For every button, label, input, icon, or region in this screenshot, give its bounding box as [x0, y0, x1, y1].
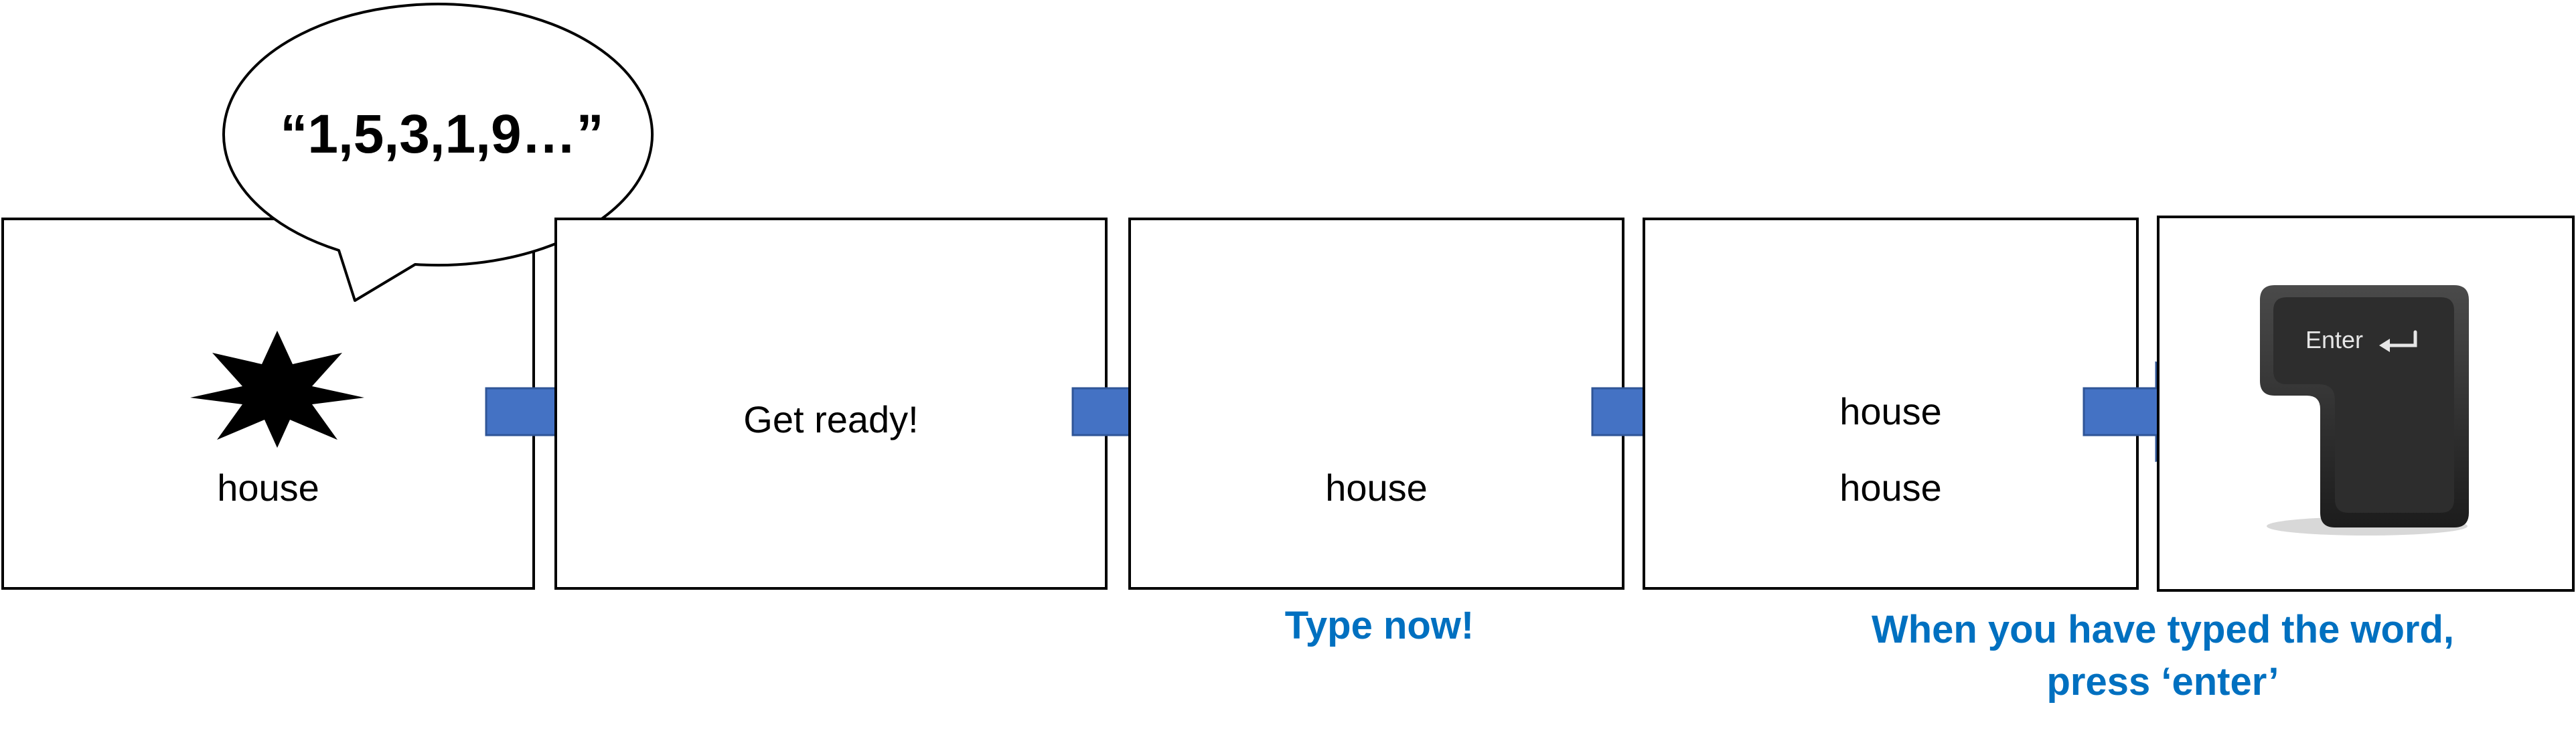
screen-4-frame: house house: [1643, 218, 2139, 590]
enter-key-label: Enter: [2305, 326, 2364, 353]
press-enter-instruction: When you have typed the word, press ‘ent…: [1768, 604, 2558, 709]
screen-4-word-bottom: house: [1839, 467, 1942, 509]
get-ready-text: Get ready!: [743, 398, 919, 440]
enter-key-icon: [2260, 285, 2469, 536]
press-enter-line-2: press ‘enter’: [2046, 660, 2279, 704]
screen-3-frame: house: [1128, 218, 1624, 590]
screen-1-frame: house: [1, 218, 535, 590]
press-enter-line-1: When you have typed the word,: [1871, 608, 2455, 651]
screen-2-frame: Get ready!: [554, 218, 1108, 590]
star-burst-icon: [190, 331, 364, 448]
screen-5-frame: Enter: [2157, 216, 2575, 592]
speech-bubble-text: “1,5,3,1,9…”: [280, 104, 604, 165]
screen-4-word-top: house: [1839, 390, 1942, 432]
type-now-instruction: Type now!: [1284, 604, 1474, 647]
screen-1-word: house: [217, 467, 319, 509]
screen-3-word: house: [1325, 467, 1428, 509]
